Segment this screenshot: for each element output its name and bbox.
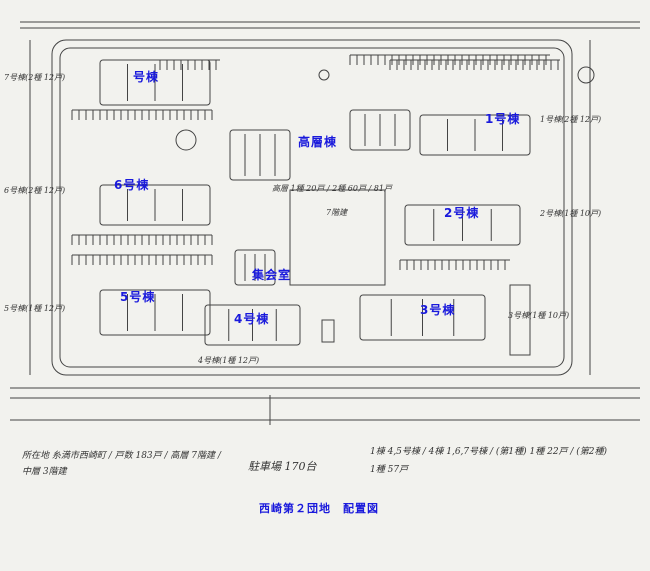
note-b3: 3号棟(1種 10戸): [508, 311, 570, 320]
building-outline: [419, 114, 531, 156]
site-boundary: [51, 39, 573, 376]
plan-title: 西崎第２団地 配置図: [259, 502, 379, 515]
note-b4: 4号棟(1種 12戸): [198, 356, 260, 365]
inner-road: [59, 47, 565, 368]
north-arrow: [577, 66, 595, 84]
note-b6: 6号棟(2種 12戸): [4, 186, 66, 195]
high-rise-label: 高層棟: [298, 135, 338, 149]
note-b7: 7号棟(2種 12戸): [4, 73, 66, 82]
stairs: [321, 319, 335, 343]
building-outline: [229, 129, 291, 181]
note-b5: 5号棟(1種 12戸): [4, 304, 66, 313]
central-plaza: [289, 189, 386, 286]
note-left-block: 所在地 糸満市西崎町 / 戸数 183戸 / 高層 7階建 / 中層 3階建: [22, 451, 221, 477]
stairs: [509, 284, 531, 356]
building-outline: [234, 249, 276, 286]
fountain: [318, 69, 330, 81]
note-parking: 駐車場 170台: [248, 460, 317, 473]
building-outline: [204, 304, 301, 346]
playground: [175, 129, 197, 151]
note-storeys: 7階建: [326, 208, 348, 217]
building-outline: [349, 109, 411, 151]
building-outline: [99, 289, 211, 336]
note-right-block: 1棟 4,5号棟 / 4棟 1,6,7号棟 / (第1種) 1種 22戸 / (…: [370, 447, 608, 475]
building-2-label: 2号棟: [444, 206, 480, 220]
building-3-label: 3号棟: [420, 303, 456, 317]
building-1-label: 1号棟: [485, 112, 521, 126]
note-b2: 2号棟(1種 10戸): [540, 209, 602, 218]
building-7-label: 号棟: [133, 70, 160, 84]
assembly-hall-label: 集会室: [252, 268, 292, 282]
building-outline: [99, 184, 211, 226]
note-high-rise: 高層 1種 20戸 / 2種 60戸 / 81戸: [272, 184, 392, 193]
building-outline: [359, 294, 486, 341]
building-outline: [404, 204, 521, 246]
note-b1: 1号棟(2種 12戸): [540, 115, 602, 124]
building-6-label: 6号棟: [114, 178, 150, 192]
building-4-label: 4号棟: [234, 312, 270, 326]
building-5-label: 5号棟: [120, 290, 156, 304]
building-outline: [99, 59, 211, 106]
